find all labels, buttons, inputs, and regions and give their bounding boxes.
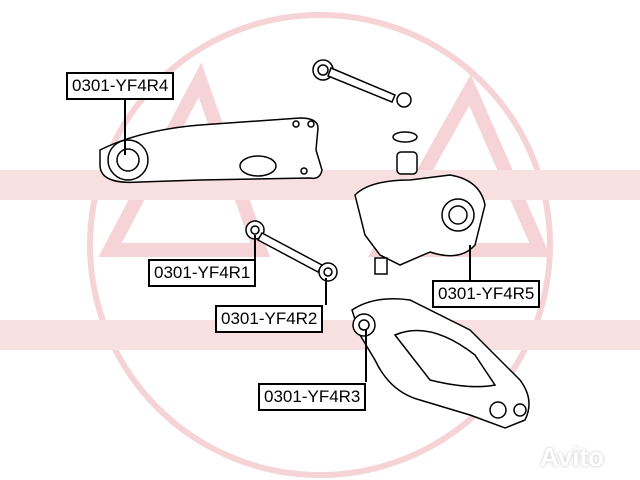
part-label-r1: 0301-YF4R1 (148, 259, 257, 287)
upper-lateral-link (312, 59, 418, 175)
trailing-arm (99, 117, 323, 184)
knuckle (354, 174, 486, 275)
part-label-r4: 0301-YF4R4 (66, 72, 175, 100)
lower-link (245, 220, 338, 282)
part-label-r5: 0301-YF4R5 (432, 280, 541, 308)
avito-logo: Avito (540, 442, 605, 472)
part-label-r2: 0301-YF4R2 (215, 305, 324, 333)
leader-lines (124, 100, 471, 382)
part-label-r3: 0301-YF4R3 (258, 383, 367, 411)
lower-control-arm (351, 298, 530, 429)
